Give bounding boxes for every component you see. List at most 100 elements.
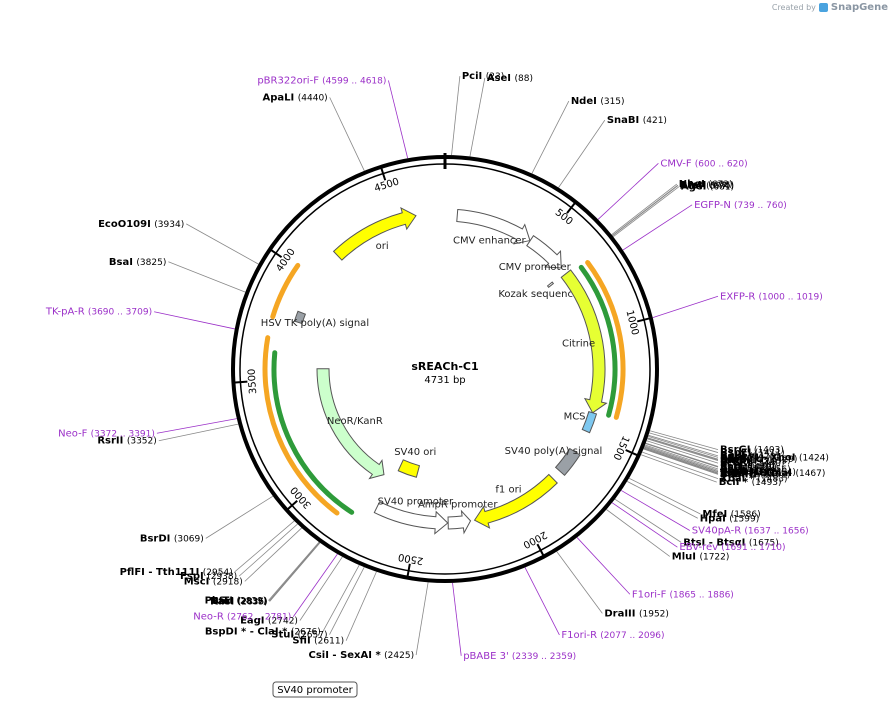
enzyme-agei[interactable]: AgeI (681): [681, 182, 734, 193]
enzyme-position: (2425): [384, 651, 414, 661]
enzyme-kasi[interactable]: KasI (2835): [210, 596, 268, 607]
primer-leader-line: [524, 567, 560, 636]
feature-label-sv40-promoter: SV40 promoter: [378, 497, 454, 508]
feature-label-citrine: Citrine: [562, 338, 595, 349]
enzyme-draiii[interactable]: DraIII (1952): [604, 608, 669, 619]
enzyme-csii-sexai[interactable]: CsiI - SexAI * (2425): [309, 650, 415, 661]
enzyme-position: (1952): [639, 609, 669, 619]
enzyme-eco53ki[interactable]: Eco53kI (1429): [720, 454, 797, 465]
enzyme-leader-line: [647, 437, 719, 461]
enzyme-fspi[interactable]: FspI (2938): [180, 571, 237, 582]
primer-sv40pa-r[interactable]: SV40pA-R (1637 .. 1656): [692, 526, 809, 537]
enzyme-bsrgi[interactable]: BsrGI (1403): [720, 445, 784, 456]
enzyme-bsai[interactable]: BsaI (3825): [109, 257, 166, 268]
enzyme-hpai[interactable]: HpaI (1599): [700, 513, 759, 524]
feature-hsv-tk-poly-a-signal[interactable]: [293, 310, 307, 325]
enzyme-sfii[interactable]: SfiI (2611): [292, 636, 344, 647]
enzyme-ndei[interactable]: NdeI (315): [571, 96, 625, 107]
enzyme-stui[interactable]: StuI (2657): [271, 630, 327, 641]
primer-exfp-r[interactable]: EXFP-R (1000 .. 1019): [720, 291, 823, 302]
enzyme-apai[interactable]: ApaI (1468): [720, 468, 779, 479]
enzyme-name: AccI: [720, 462, 747, 473]
primer-range: (1691 .. 1710): [721, 543, 785, 553]
tick-mark: [636, 317, 652, 323]
enzyme-nhei[interactable]: NheI (672): [679, 179, 733, 190]
enzyme-name: MluI: [672, 551, 700, 562]
enzyme-bsrdi[interactable]: BsrDI (3069): [140, 533, 204, 544]
enzyme-bamhi[interactable]: BamHI (1471): [720, 469, 790, 480]
enzyme-rsrii[interactable]: RsrII (3352): [97, 436, 156, 447]
enzyme-acc65i[interactable]: Acc65I (1456): [720, 464, 791, 475]
feature-cmv-enhancer[interactable]: [456, 208, 531, 245]
enzyme-bspei[interactable]: BspEI (1411): [720, 448, 785, 459]
enzyme-sacii[interactable]: SacII (1463): [720, 466, 781, 477]
enzyme-acci[interactable]: AccI (1451): [720, 462, 777, 473]
primer-pbabe-3[interactable]: pBABE 3' (2339 .. 2359): [463, 651, 576, 662]
primer-name: Neo-F: [58, 428, 90, 439]
primer-egfp-n[interactable]: EGFP-N (739 .. 760): [694, 200, 787, 211]
enzyme-leader-line: [299, 556, 343, 621]
enzyme-pcii[interactable]: PciI (23): [462, 71, 504, 82]
feature-f1-ori[interactable]: [473, 473, 558, 529]
primer-f1ori-r[interactable]: F1ori-R (2077 .. 2096): [561, 630, 664, 641]
primer-tk-pa-r[interactable]: TK-pA-R (3690 .. 3709): [45, 307, 152, 318]
enzyme-msci[interactable]: MscI (2918): [184, 576, 243, 587]
enzyme-mfei[interactable]: MfeI (1586): [702, 509, 760, 520]
enzyme-ecoo109i[interactable]: EcoO109I (3934): [98, 219, 184, 230]
enzyme-sfoi[interactable]: SfoI (2837): [211, 596, 267, 607]
enzyme-saci[interactable]: SacI (1431): [720, 455, 777, 466]
primer-neo-r[interactable]: Neo-R (2762 .. 2781): [193, 612, 291, 623]
feature-sv40-promoter[interactable]: [373, 501, 449, 535]
primer-ebv-rev[interactable]: EBV-rev (1691 .. 1710): [679, 542, 785, 553]
feature-cmv-promoter[interactable]: [526, 234, 562, 269]
feature-sv40-poly-a-signal[interactable]: [554, 447, 581, 477]
enzyme-name: BsrGI: [720, 445, 754, 456]
enzyme-ecori[interactable]: EcoRI (1440): [720, 458, 784, 469]
plasmid-name: sREACh-C1: [411, 360, 478, 373]
enzyme-name: NheI: [679, 179, 708, 190]
feature-ori[interactable]: [332, 206, 417, 261]
feature-mcs[interactable]: [581, 411, 598, 434]
enzyme-pflfi-tth111i[interactable]: PflFI - Tth111I (2954): [120, 567, 233, 578]
enzyme-kpni[interactable]: KpnI (1460): [720, 465, 779, 476]
enzyme-xbai[interactable]: XbaI * (1483): [720, 474, 787, 485]
feature-neor-kanr[interactable]: [316, 368, 385, 480]
credit-brand: SnapGene: [830, 2, 888, 13]
primer-pbr322ori-f[interactable]: pBR322ori-F (4599 .. 4618): [257, 75, 386, 86]
feature-kozak-sequence[interactable]: [546, 281, 555, 288]
enzyme-snabi[interactable]: SnaBI (421): [607, 115, 667, 126]
enzyme-eagi[interactable]: EagI (2742): [240, 615, 298, 626]
enzyme-bglii[interactable]: BglII (1420): [720, 451, 779, 462]
tick-mark: [269, 248, 283, 259]
enzyme-apali[interactable]: ApaLI (4440): [263, 92, 328, 103]
enzyme-pluti[interactable]: PluTI (2839): [205, 596, 267, 607]
enzyme-nari[interactable]: NarI (2836): [210, 596, 267, 607]
enzyme-name: BclI *: [719, 477, 752, 488]
enzyme-position: (315): [600, 97, 624, 107]
enzyme-hindiii[interactable]: HindIII (1433): [720, 456, 791, 467]
enzyme-mlui[interactable]: MluI (1722): [672, 551, 730, 562]
orf-band: [578, 264, 618, 418]
enzyme-pspomi[interactable]: PspOMI (1464): [720, 467, 796, 478]
boxed-label[interactable]: SV40 promoter: [277, 685, 353, 696]
feature-ampr-promoter[interactable]: [447, 509, 472, 535]
enzyme-paer7i-xhoi[interactable]: PaeR7I - XhoI (1424): [720, 452, 829, 463]
enzyme-position: (23): [486, 72, 504, 82]
enzyme-psti[interactable]: PstI (1449): [720, 461, 775, 472]
enzyme-asei[interactable]: AseI (88): [487, 73, 533, 84]
enzyme-bmti[interactable]: BmtI (676): [680, 180, 734, 191]
enzyme-name: SacII: [720, 466, 751, 477]
enzyme-bcli[interactable]: BclI * (1493): [719, 477, 782, 488]
primer-f1ori-f[interactable]: F1ori-F (1865 .. 1886): [632, 589, 734, 600]
enzyme-leader-line: [415, 582, 429, 656]
feature-sv40-ori[interactable]: [397, 459, 421, 478]
enzyme-btsi-bts-i[interactable]: BtsI - BtsαI (1675): [683, 537, 779, 548]
enzyme-afei[interactable]: AfeI (677): [680, 181, 730, 192]
enzyme-tspmi-xmai[interactable]: TspMI - XmaI (1467): [720, 468, 825, 479]
enzyme-bspdi-clai[interactable]: BspDI * - ClaI * (2676): [205, 627, 321, 638]
tick-label: 1000: [623, 309, 640, 336]
primer-neo-f[interactable]: Neo-F (3372 .. 3391): [58, 428, 155, 439]
enzyme-smai[interactable]: SmaI (1469): [720, 469, 782, 480]
primer-cmv-f[interactable]: CMV-F (600 .. 620): [660, 158, 747, 169]
enzyme-sali[interactable]: SalI (1450): [720, 462, 775, 473]
